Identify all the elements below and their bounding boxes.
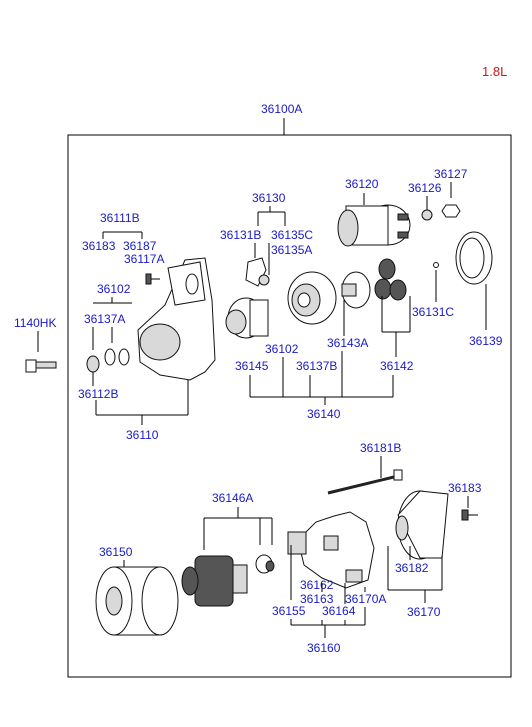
label-36131C: 36131C [412,305,454,319]
lever-36131B [245,257,270,287]
label-36111B: 36111B [100,211,140,225]
screw-36117A [145,273,160,285]
label-36163: 36163 [300,592,334,606]
label-36130: 36130 [252,191,286,205]
pinion-clutch-36145 [225,297,269,339]
label-36140: 36140 [307,407,341,421]
label-36142: 36142 [380,359,414,373]
assembly-number-label: 36100A [261,102,302,116]
planet-carrier-36143A [341,271,371,309]
label-36139: 36139 [469,334,503,348]
assembly-frame [67,134,512,678]
label-36112B: 36112B [78,387,118,401]
label-36102-left: 36102 [97,282,131,296]
nut-36127 [441,204,461,218]
label-36117A: 36117A [124,252,164,266]
label-36183-lower: 36183 [448,481,482,495]
label-36155: 36155 [272,604,306,618]
yoke-36150 [95,566,179,636]
label-1140HK: 1140HK [14,316,56,330]
label-36181B: 36181B [360,441,401,455]
bushing-36112B [86,355,100,373]
label-36150: 36150 [99,545,133,559]
label-36102-middle: 36102 [265,342,299,356]
label-36182: 36182 [395,561,429,575]
label-36135C: 36135C [271,228,313,242]
gear-housing-36137B [287,271,337,325]
label-36162: 36162 [300,578,334,592]
washer-36102 [104,348,130,366]
engine-variant-label: 1.8L [482,64,507,79]
label-36145: 36145 [235,359,269,373]
label-36160: 36160 [307,641,341,655]
label-36135A: 36135A [271,243,312,257]
drive-housing-36110 [137,257,216,381]
small-ball-36131C [433,262,439,268]
label-36137B: 36137B [296,359,337,373]
solenoid-36120 [337,204,411,247]
label-36110: 36110 [126,428,159,442]
label-36170A: 36170A [345,592,386,606]
label-36164: 36164 [322,604,356,618]
planet-gears-36142 [374,258,407,301]
screw-36183 [461,509,478,521]
label-36146A: 36146A [212,491,253,505]
rear-cover-36170 [395,490,449,560]
through-bolt-36181B [327,469,403,495]
armature-36146A [181,554,275,607]
label-36127: 36127 [434,167,468,181]
label-36120: 36120 [345,177,379,191]
brush-holder-36160 [287,511,375,589]
washer-36126 [421,209,433,221]
label-36183-upper: 36183 [82,239,116,253]
label-36126: 36126 [408,181,442,195]
label-36187: 36187 [123,239,157,253]
label-36137A: 36137A [84,312,125,326]
label-36131B: 36131B [220,228,261,242]
ring-gear-36139 [455,231,493,285]
label-36143A: 36143A [327,336,368,350]
bolt-1140HK [25,359,57,373]
label-36170: 36170 [407,605,441,619]
